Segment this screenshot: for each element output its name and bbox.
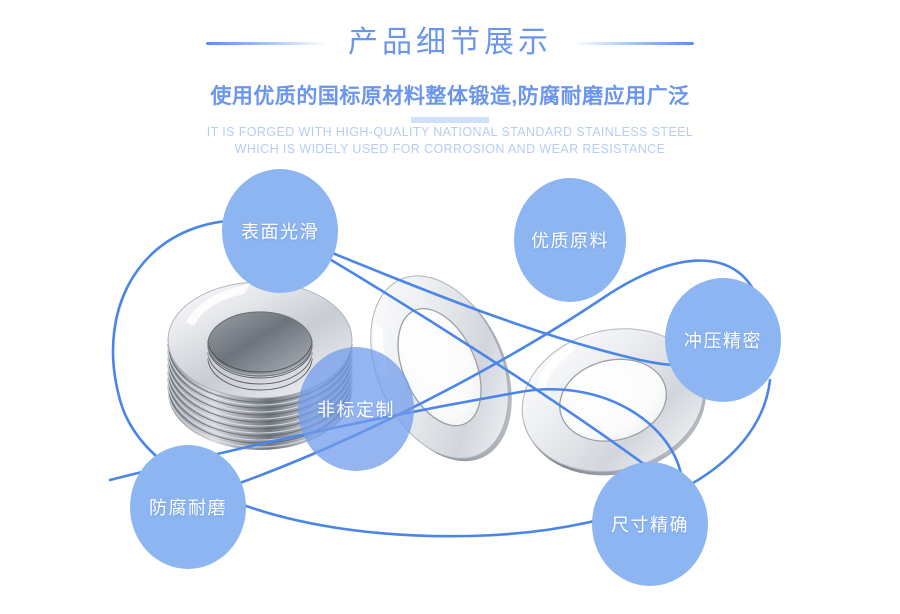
- feature-bubble-label: 冲压精密: [684, 331, 762, 351]
- feature-bubble-label: 尺寸精确: [611, 515, 689, 535]
- subtitle-english-line-1: IT IS FORGED WITH HIGH-QUALITY NATIONAL …: [206, 125, 694, 139]
- feature-bubble-accurate-dimension[interactable]: 尺寸精确: [592, 462, 708, 586]
- feature-bubble-label: 防腐耐磨: [149, 498, 227, 518]
- subtitle-english-line-2: WHICH IS WIDELY USED FOR CORROSION AND W…: [234, 142, 666, 156]
- page-header: 产品细节展示 使用优质的国标原材料整体锻造,防腐耐磨应用广泛 IT IS FOR…: [0, 0, 900, 170]
- title-row: 产品细节展示: [0, 28, 900, 58]
- feature-bubble-anticorrosion-wear[interactable]: 防腐耐磨: [130, 445, 246, 569]
- feature-bubble-label: 非标定制: [317, 400, 395, 420]
- feature-bubble-custom-nonstandard[interactable]: 非标定制: [298, 347, 414, 471]
- gradient-rule-left-icon: [206, 41, 326, 45]
- feature-bubble-label: 表面光滑: [241, 222, 319, 242]
- feature-bubble-surface-smooth[interactable]: 表面光滑: [222, 169, 338, 293]
- subtitle-chinese: 使用优质的国标原材料整体锻造,防腐耐磨应用广泛: [210, 85, 690, 108]
- gradient-rule-right-icon: [574, 41, 694, 45]
- short-divider-bar-icon: [411, 117, 489, 123]
- feature-bubble-label: 优质原料: [531, 231, 609, 251]
- page-title: 产品细节展示: [348, 26, 552, 59]
- feature-bubble-quality-material[interactable]: 优质原料: [514, 178, 626, 302]
- feature-bubble-precision-stamping[interactable]: 冲压精密: [665, 278, 781, 402]
